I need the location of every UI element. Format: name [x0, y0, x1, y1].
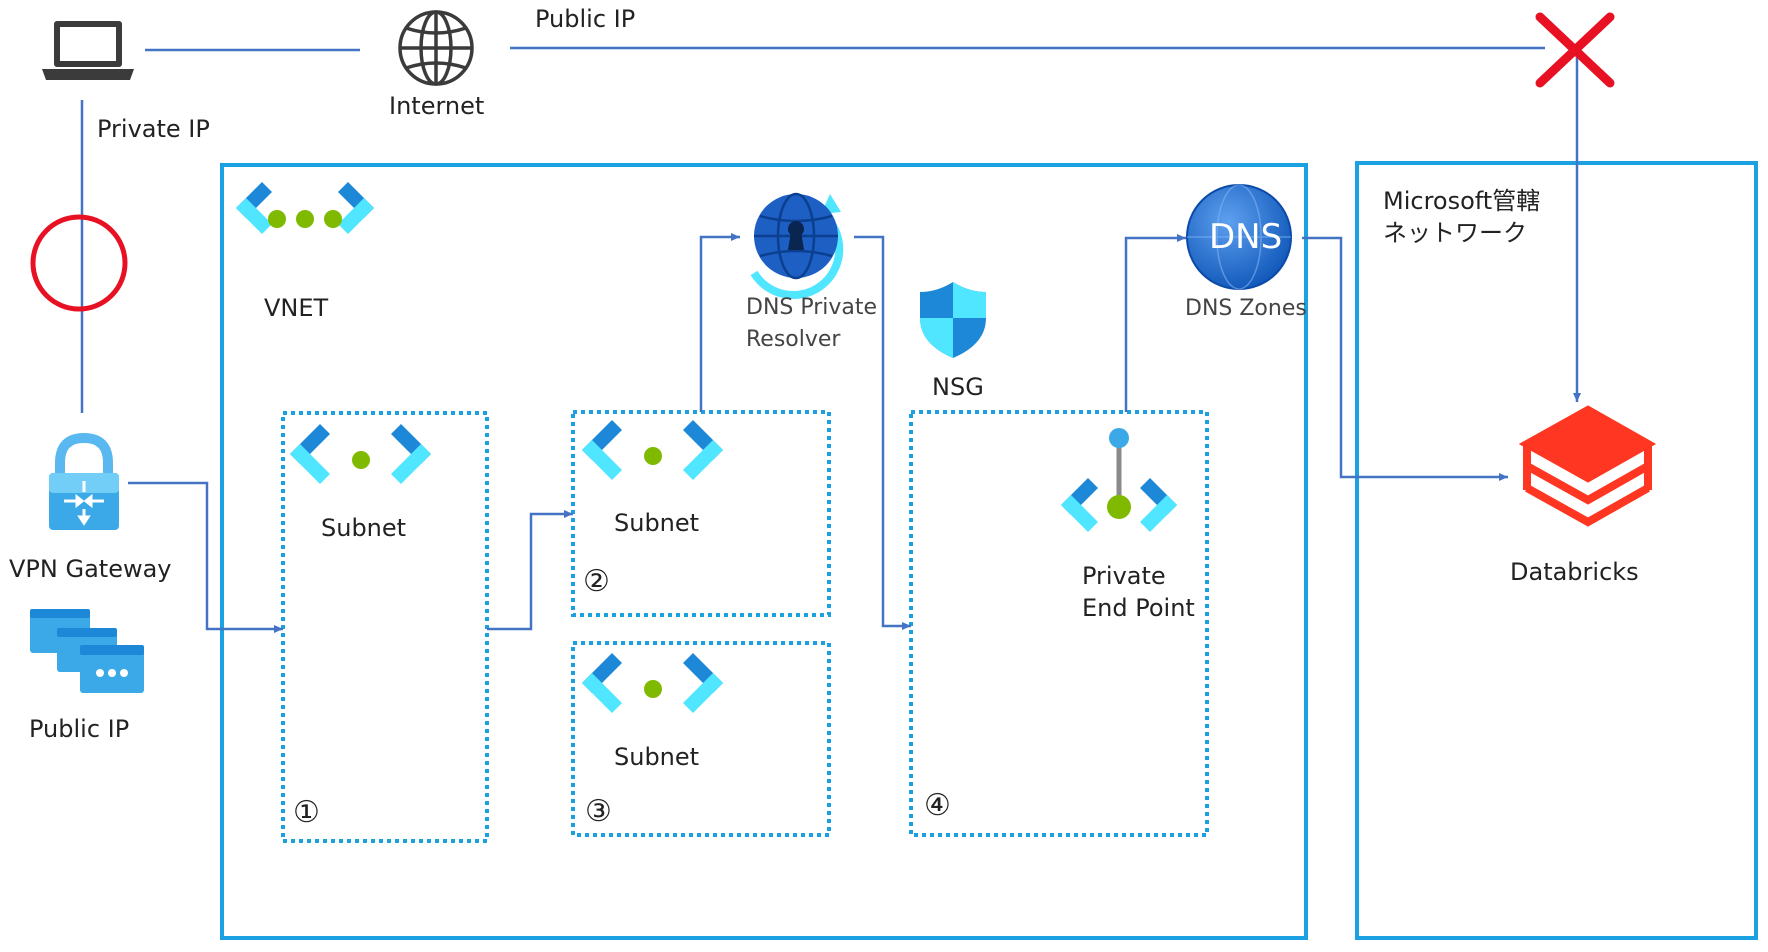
private-endpoint-icon	[1061, 428, 1177, 532]
subnet-2-label: Subnet	[614, 509, 700, 537]
subnet-3-label: Subnet	[614, 743, 700, 771]
dns-private-resolver-label: DNS Private Resolver	[746, 295, 878, 352]
subnet-icon	[290, 424, 431, 484]
vpn-gateway-label: VPN Gateway	[9, 555, 172, 583]
globe-icon	[398, 10, 474, 86]
dns-icon-text: DNS	[1209, 217, 1283, 257]
internet-label: Internet	[389, 92, 485, 120]
vnet-icon	[236, 182, 374, 234]
subnet-3-number: ③	[585, 794, 612, 829]
red-circle-icon	[30, 214, 128, 312]
subnet-1-number: ①	[293, 795, 320, 830]
databricks-icon	[1518, 405, 1657, 527]
subnet-1-label: Subnet	[321, 514, 407, 542]
private-end-point-label: Private End Point	[1082, 562, 1195, 622]
public-ip-icon	[30, 609, 144, 693]
nsg-shield-icon	[920, 282, 986, 358]
subnet-4-box	[909, 410, 1209, 837]
subnet-1-box	[281, 411, 489, 843]
microsoft-network-label: Microsoft管轄 ネットワーク	[1383, 187, 1541, 247]
private-ip-label: Private IP	[97, 115, 210, 143]
subnet-icon	[582, 653, 723, 713]
subnet-3-box	[571, 641, 831, 837]
dns-private-resolver-icon	[750, 192, 844, 299]
nsg-label: NSG	[932, 373, 984, 401]
laptop-icon	[42, 21, 134, 80]
red-x-icon	[1535, 12, 1615, 88]
microsoft-network-container	[1355, 161, 1758, 940]
subnet-4-number: ④	[924, 788, 951, 823]
subnet-icon	[582, 420, 723, 480]
vnet-container	[220, 163, 1308, 940]
public-ip-top-label: Public IP	[535, 5, 636, 33]
databricks-label: Databricks	[1510, 558, 1639, 586]
subnet-2-number: ②	[583, 564, 610, 599]
dns-zones-icon	[1186, 184, 1292, 290]
public-ip-left-label: Public IP	[29, 715, 130, 743]
vnet-label: VNET	[264, 294, 329, 322]
vpn-gateway-icon	[49, 432, 119, 530]
dns-zones-label: DNS Zones	[1185, 296, 1307, 321]
connectors	[80, 46, 1581, 633]
